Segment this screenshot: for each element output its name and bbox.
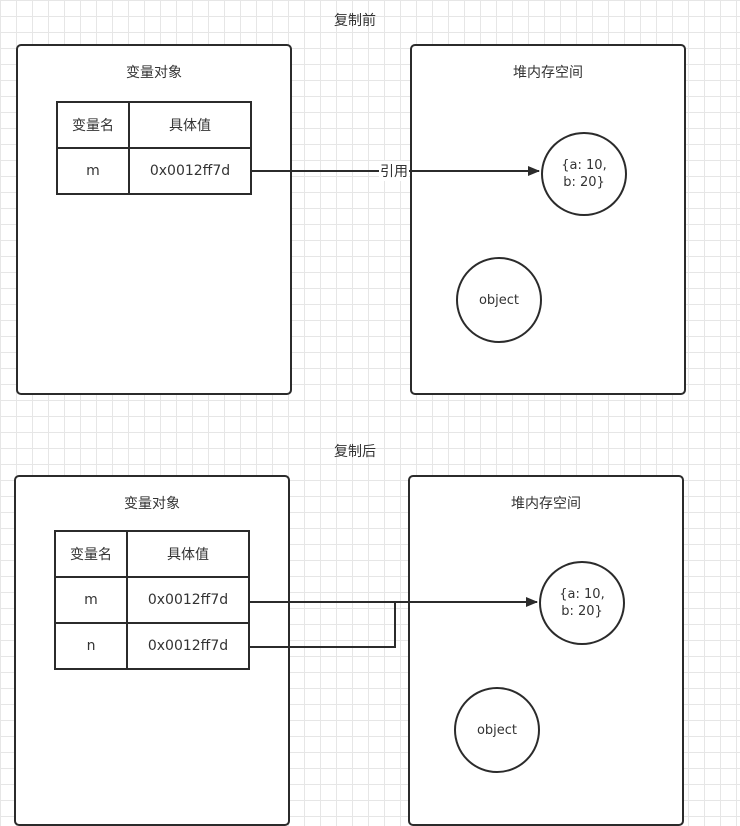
table-row: n 0x0012ff7d (54, 622, 250, 670)
variable-name-cell: n (54, 622, 128, 670)
object-node-before: object (456, 257, 542, 343)
object-node-ab-after: {a: 10, b: 20} (539, 561, 625, 645)
heap-memory-panel-before: 堆内存空间 (410, 44, 686, 395)
object-node-after: object (454, 687, 540, 773)
caption-before: 复制前 (334, 13, 376, 29)
object-node-ab-before: {a: 10, b: 20} (541, 132, 627, 216)
table-header-row: 变量名 具体值 (56, 101, 252, 149)
variable-value-cell: 0x0012ff7d (126, 622, 250, 670)
variable-panel-title: 变量对象 (126, 65, 182, 81)
header-value: 具体值 (126, 530, 250, 578)
reference-label: 引用 (379, 161, 409, 181)
heap-panel-title: 堆内存空间 (513, 65, 583, 81)
heap-memory-panel-after: 堆内存空间 (408, 475, 684, 826)
table-row: m 0x0012ff7d (54, 576, 250, 624)
variable-panel-title: 变量对象 (124, 496, 180, 512)
variable-value-cell: 0x0012ff7d (126, 576, 250, 624)
table-header-row: 变量名 具体值 (54, 530, 250, 578)
header-variable-name: 变量名 (56, 101, 130, 149)
variable-name-cell: m (54, 576, 128, 624)
reference-line-n-after (249, 602, 396, 648)
variable-table-before: 变量名 具体值 m 0x0012ff7d (56, 101, 252, 195)
header-variable-name: 变量名 (54, 530, 128, 578)
heap-panel-title: 堆内存空间 (511, 496, 581, 512)
header-value: 具体值 (128, 101, 252, 149)
table-row: m 0x0012ff7d (56, 147, 252, 195)
caption-after: 复制后 (334, 444, 376, 460)
variable-table-after: 变量名 具体值 m 0x0012ff7d n 0x0012ff7d (54, 530, 250, 670)
variable-value-cell: 0x0012ff7d (128, 147, 252, 195)
variable-name-cell: m (56, 147, 130, 195)
